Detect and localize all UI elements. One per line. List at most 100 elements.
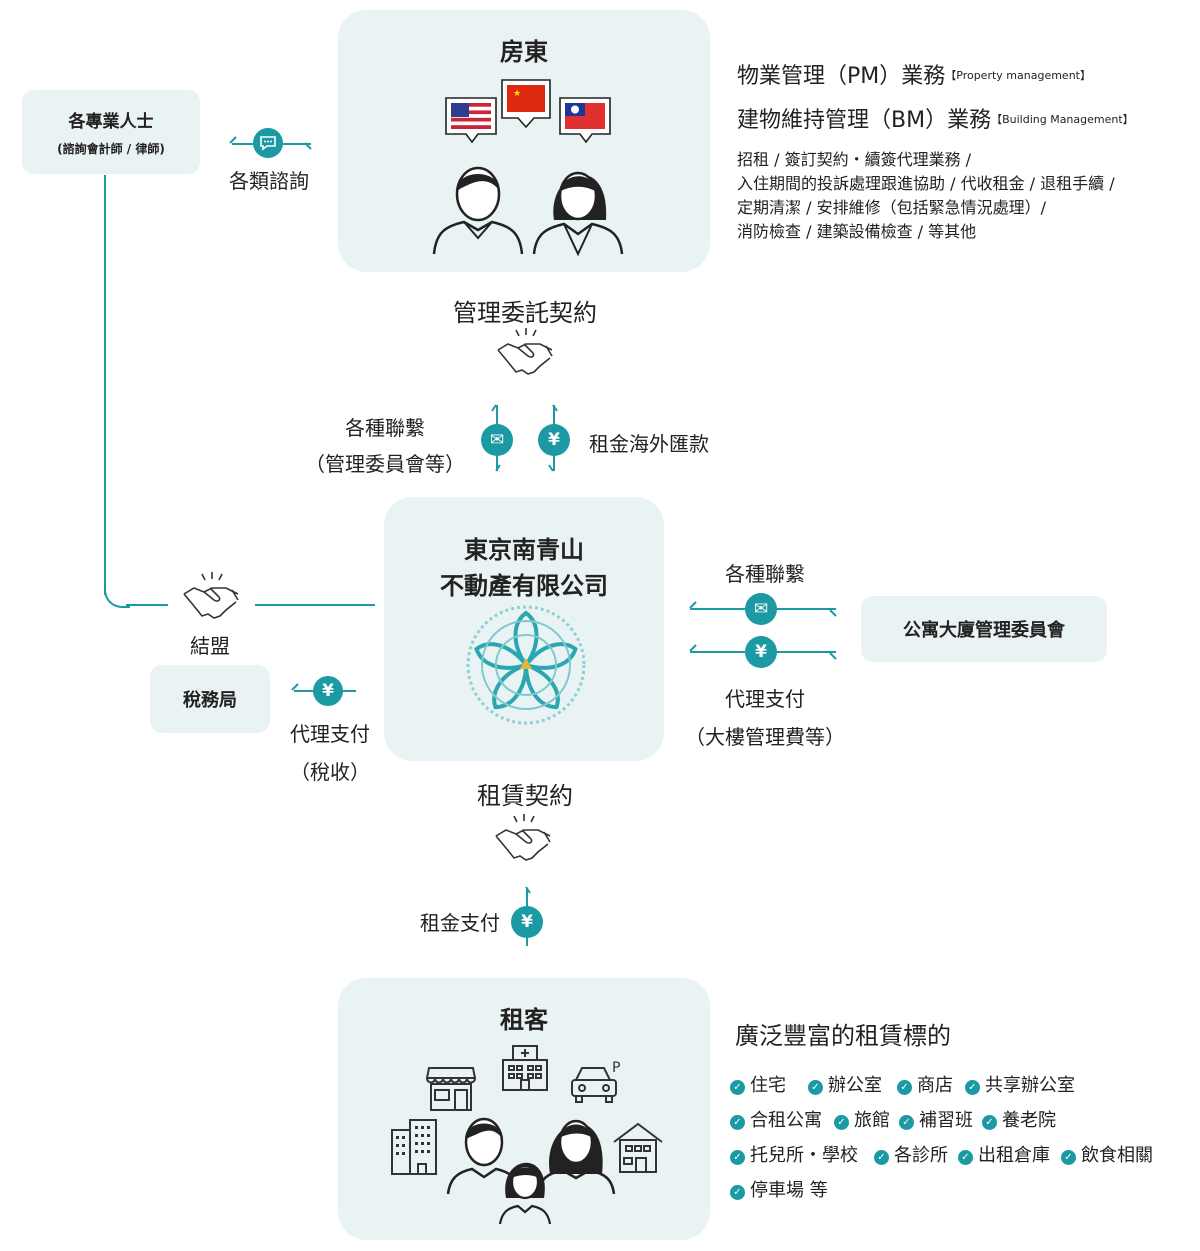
professionals-title: 各專業人士 [68, 112, 154, 132]
management-contract-label: 管理委託契約 [453, 299, 597, 327]
check-icon: ✓ [730, 1150, 745, 1165]
check-icon: ✓ [874, 1150, 889, 1165]
professionals-box: 各專業人士 (諮詢會計師 / 律師) [22, 90, 200, 174]
company-name-line2: 不動產有限公司 [440, 572, 608, 600]
landlord-woman-icon [532, 171, 624, 257]
landlord-title: 房東 [500, 38, 548, 66]
rental-item-label: 辦公室 [828, 1075, 882, 1096]
building-committee-box: 公寓大廈管理委員會 [861, 596, 1107, 662]
contacts-upper-label1: 各種聯繫 [345, 416, 425, 440]
proxy-payment-label1: 代理支付 [725, 687, 805, 711]
professionals-subtitle: (諮詢會計師 / 律師) [57, 142, 165, 156]
shop-icon [425, 1067, 477, 1111]
lease-contract-label: 租賃契約 [477, 782, 573, 810]
rental-item-label: 旅館 [854, 1110, 890, 1131]
check-icon: ✓ [958, 1150, 973, 1165]
rental-item-label: 停車場 等 [750, 1180, 828, 1201]
bm-service-label: 建物維持管理（BM）業務 [737, 108, 992, 133]
tenant-title: 租客 [500, 1006, 548, 1034]
rental-item: ✓ 停車場 等 [730, 1176, 828, 1202]
contacts-upper-label2: （管理委員會等） [305, 452, 465, 476]
tax-office-box: 稅務局 [150, 665, 270, 733]
service-line-2: 入住期間的投訴處理跟進協助 / 代收租金 / 退租手續 / [737, 174, 1115, 193]
rent-arrowhead [525, 886, 531, 894]
check-icon: ✓ [899, 1115, 914, 1130]
service-line-1: 招租 / 簽訂契約・續簽代理業務 / [737, 150, 972, 169]
check-icon: ✓ [730, 1080, 745, 1095]
service-line-3: 定期清潔 / 安排維修（包括緊急情況處理）/ [737, 198, 1046, 217]
yen-arrowhead-upper [548, 404, 558, 472]
us-flag-icon [445, 97, 497, 144]
hospital-icon [502, 1045, 548, 1091]
handshake-icon-alliance [183, 572, 239, 619]
rental-item-label: 飲食相關 [1081, 1145, 1153, 1166]
yen-icon-right: ¥ [745, 636, 777, 668]
check-icon: ✓ [730, 1115, 745, 1130]
mail-icon-right: ✉ [745, 593, 777, 625]
handshake-icon-lease [495, 814, 551, 861]
rental-item: ✓ 托兒所・學校 [730, 1141, 858, 1167]
rental-item: ✓ 出租倉庫 [958, 1141, 1050, 1167]
rental-item: ✓合租公寓 [730, 1106, 822, 1132]
check-icon: ✓ [808, 1080, 823, 1095]
check-icon: ✓ [730, 1185, 745, 1200]
alliance-line-right [255, 604, 375, 606]
company-logo-icon [466, 605, 586, 725]
pm-service-label: 物業管理（PM）業務 [737, 64, 946, 89]
tax-arrowhead [291, 683, 299, 691]
rental-item: ✓ 補習班 [899, 1106, 973, 1132]
check-icon: ✓ [834, 1115, 849, 1130]
consultation-arrowheads [229, 136, 312, 150]
pm-service-tag: 【Property management】 [945, 69, 1091, 82]
rental-item: ✓ 共享辦公室 [965, 1071, 1075, 1097]
rental-item-label: 出租倉庫 [978, 1145, 1050, 1166]
landlord-box [338, 10, 710, 272]
tax-proxy-label2: （稅收） [290, 760, 370, 784]
rental-item: ✓ 商店 [897, 1071, 953, 1097]
company-box [384, 497, 664, 761]
rental-item-label: 補習班 [919, 1110, 973, 1131]
mail-icon-upper: ✉ [481, 424, 513, 456]
svg-text:★: ★ [513, 89, 521, 99]
rental-item-label: 商店 [917, 1075, 953, 1096]
yen-arrowhead-right [689, 644, 837, 660]
yen-icon-rent: ¥ [511, 906, 543, 938]
rental-item-label: 托兒所・學校 [750, 1145, 858, 1166]
tenant-child-icon [498, 1162, 552, 1225]
proxy-payment-label2: （大樓管理費等） [685, 725, 845, 749]
service-line-4: 消防檢查 / 建築設備檢查 / 等其他 [737, 222, 977, 241]
rental-item: ✓ 旅館 [834, 1106, 890, 1132]
consultation-arrow-line-left [232, 143, 257, 145]
rental-item: ✓ 飲食相關 [1061, 1141, 1153, 1167]
tax-proxy-label1: 代理支付 [290, 722, 370, 746]
rental-item: ✓住宅 [730, 1071, 786, 1097]
rental-item-label: 各診所 [894, 1145, 948, 1166]
check-icon: ✓ [982, 1115, 997, 1130]
check-icon: ✓ [965, 1080, 980, 1095]
parking-car-icon: P [571, 1060, 620, 1103]
consultation-label: 各類諮詢 [229, 169, 309, 193]
rental-item-label: 共享辦公室 [985, 1075, 1075, 1096]
mail-arrowhead-upper [491, 404, 501, 472]
chat-icon [253, 128, 283, 158]
company-name-line1: 東京南青山 [464, 536, 584, 564]
check-icon: ✓ [1061, 1150, 1076, 1165]
rent-payment-label: 租金支付 [420, 911, 500, 935]
contacts-right-label: 各種聯繫 [725, 562, 805, 586]
yen-icon-upper: ¥ [538, 424, 570, 456]
tax-office-title: 稅務局 [183, 690, 237, 711]
remittance-label: 租金海外匯款 [589, 432, 709, 456]
tenant-woman-icon [536, 1119, 616, 1195]
rental-item: ✓ 各診所 [874, 1141, 948, 1167]
yen-icon-tax: ¥ [313, 676, 343, 706]
handshake-icon-management [497, 328, 553, 375]
alliance-label: 結盟 [190, 634, 230, 658]
office-building-icon [391, 1119, 437, 1175]
professionals-connector-curve [104, 580, 130, 608]
check-icon: ✓ [897, 1080, 912, 1095]
rental-item: ✓ 辦公室 [808, 1071, 882, 1097]
building-committee-title: 公寓大廈管理委員會 [903, 620, 1065, 641]
china-flag-icon: ★ [501, 79, 551, 129]
house-icon [613, 1122, 663, 1173]
professionals-connector-vertical [104, 175, 106, 595]
